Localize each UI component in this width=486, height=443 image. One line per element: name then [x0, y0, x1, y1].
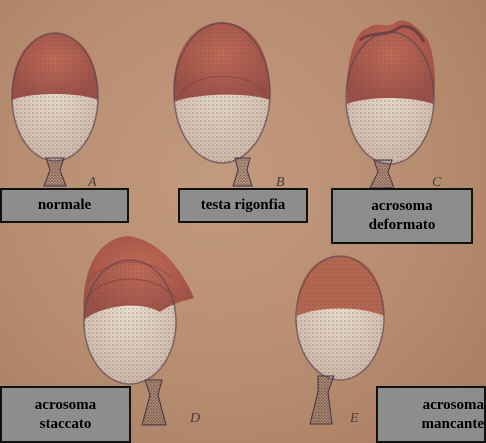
label-acrosoma-deformato-line1: acrosoma — [371, 197, 432, 216]
label-acrosoma-mancante: acrosoma mancante — [376, 386, 486, 443]
sperm-head-c — [346, 21, 435, 188]
figure-letter-e: E — [349, 411, 359, 426]
sperm-head-e — [296, 256, 384, 424]
label-testa-rigonfia: testa rigonfia — [178, 188, 308, 223]
label-normale: normale — [0, 188, 129, 223]
label-testa-rigonfia-text: testa rigonfia — [201, 196, 286, 215]
label-acrosoma-deformato: acrosoma deformato — [331, 188, 473, 244]
label-acrosoma-deformato-line2: deformato — [369, 216, 436, 235]
label-normale-text: normale — [38, 196, 91, 215]
label-acrosoma-staccato-line1: acrosoma — [35, 396, 96, 415]
label-acrosoma-staccato-line2: staccato — [40, 415, 92, 434]
label-acrosoma-mancante-line2: mancante — [422, 415, 485, 434]
label-acrosoma-mancante-line1: acrosoma — [423, 396, 484, 415]
figure-letter-d: D — [189, 411, 200, 426]
sperm-head-a — [12, 33, 98, 186]
label-acrosoma-staccato: acrosoma staccato — [0, 386, 131, 443]
sperm-head-b — [173, 22, 270, 186]
